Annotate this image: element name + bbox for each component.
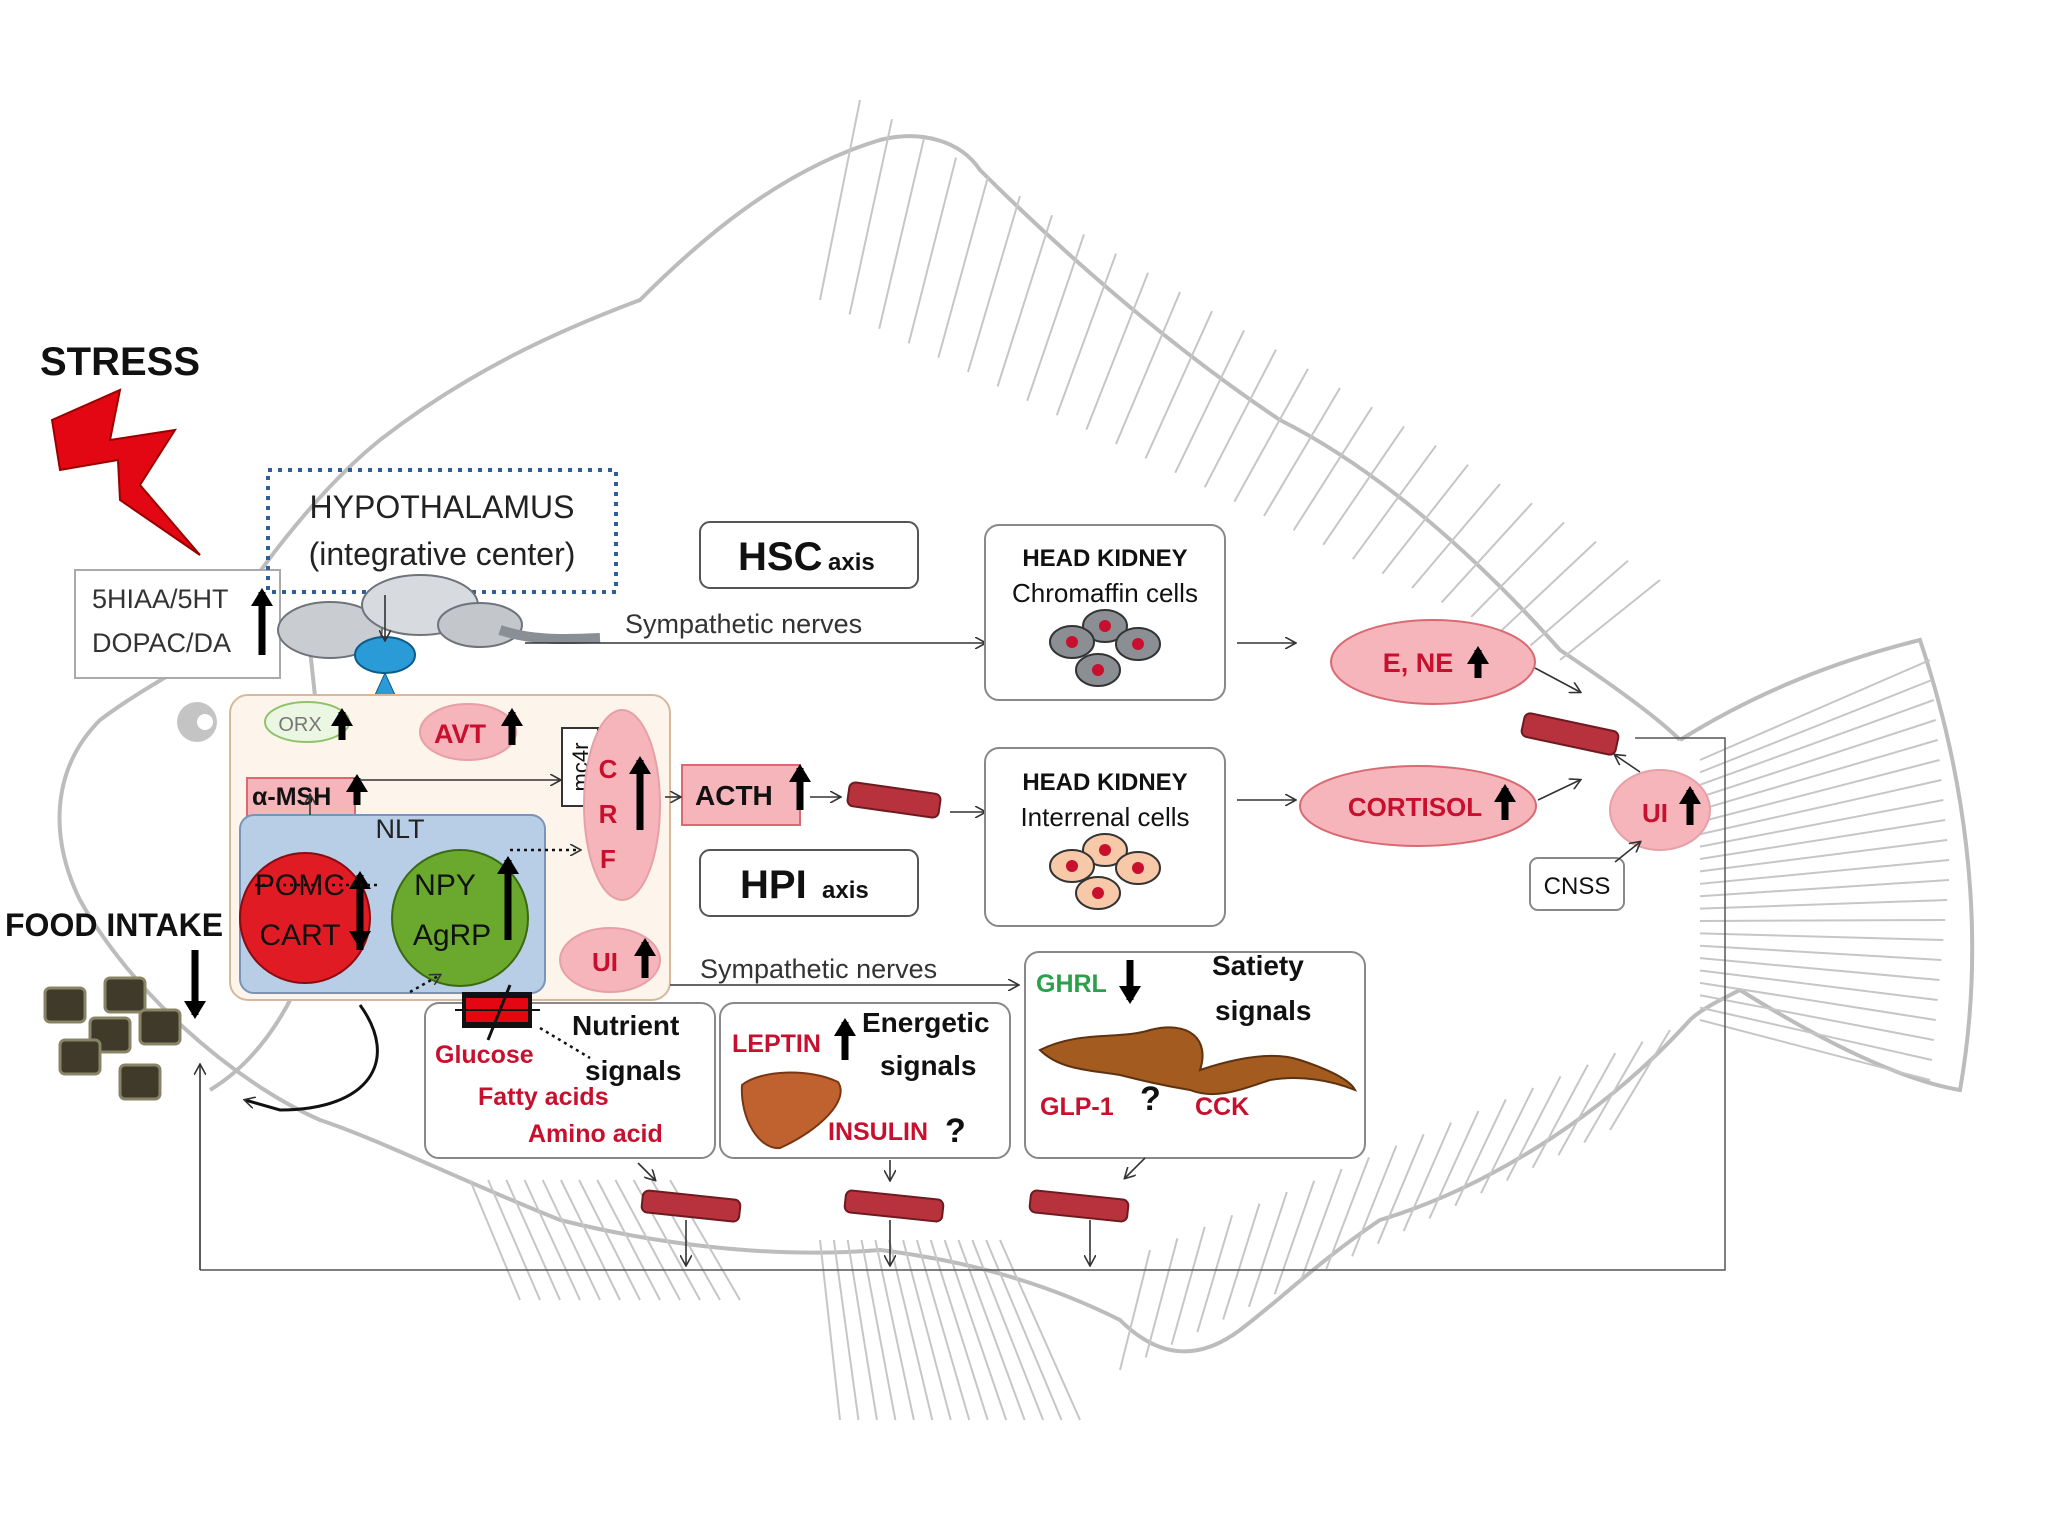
cnss-box bbox=[1529, 857, 1625, 911]
agrp-label: AgRP bbox=[413, 919, 491, 952]
liver-icon bbox=[740, 1071, 842, 1150]
energetic-signals-label: signals bbox=[880, 1050, 976, 1081]
npy-label: NPY bbox=[414, 869, 476, 902]
crf-letter-f: F bbox=[600, 844, 616, 874]
chromaffin-cells-label: Chromaffin cells bbox=[1012, 578, 1198, 608]
satiety-question-mark: ? bbox=[1140, 1080, 1161, 1118]
hsc-label: HSC bbox=[738, 535, 822, 579]
hpi-label: HPI bbox=[740, 863, 807, 907]
satiety-label: Satiety bbox=[1212, 950, 1304, 981]
alpha-msh-label: α-MSH bbox=[252, 783, 331, 811]
blood-vessel-icon bbox=[640, 1189, 742, 1223]
monoamine-label-2: DOPAC/DA bbox=[92, 628, 231, 658]
insulin-question-mark: ? bbox=[945, 1112, 966, 1150]
sensing-block-icon bbox=[455, 984, 540, 1041]
amino-acid-label: Amino acid bbox=[528, 1120, 663, 1148]
food-intake-label: FOOD INTAKE bbox=[5, 907, 223, 943]
orx-label: ORX bbox=[278, 714, 321, 736]
blood-vessel-icon bbox=[846, 781, 942, 819]
food-pellets-icon bbox=[43, 976, 182, 1101]
ghrl-label: GHRL bbox=[1036, 970, 1107, 998]
feedback-curved-arrow-icon bbox=[245, 1004, 379, 1112]
blood-vessel-icon bbox=[1520, 712, 1620, 756]
avt-label: AVT bbox=[434, 719, 487, 749]
avt-ellipse bbox=[419, 703, 517, 761]
nutrient-signals-label: signals bbox=[585, 1055, 681, 1086]
glp1-label: GLP-1 bbox=[1040, 1093, 1114, 1121]
leptin-label: LEPTIN bbox=[732, 1030, 821, 1058]
insulin-label: INSULIN bbox=[828, 1118, 928, 1146]
cart-label: CART bbox=[259, 919, 340, 952]
stress-label: STRESS bbox=[40, 340, 200, 384]
brain-icon bbox=[277, 574, 601, 696]
e-ne-ellipse bbox=[1330, 619, 1536, 705]
cortisol-label: CORTISOL bbox=[1348, 792, 1482, 822]
hsc-axis-box bbox=[699, 521, 919, 589]
crf-letter-c: C bbox=[599, 754, 618, 784]
blood-vessel-icon bbox=[843, 1189, 945, 1223]
hpi-axis-word: axis bbox=[822, 877, 869, 904]
cnss-label: CNSS bbox=[1544, 873, 1611, 900]
crf-ellipse bbox=[583, 709, 661, 901]
head-kidney-label-2: HEAD KIDNEY bbox=[1022, 769, 1187, 796]
head-kidney-label-1: HEAD KIDNEY bbox=[1022, 545, 1187, 572]
gut-icon bbox=[1038, 1026, 1358, 1096]
hsc-axis-word: axis bbox=[828, 549, 875, 576]
nlt-label: NLT bbox=[375, 814, 424, 844]
ui-label-right: UI bbox=[1642, 798, 1668, 828]
nutrient-signals-box bbox=[424, 1002, 716, 1159]
sympathetic-nerves-lower: Sympathetic nerves bbox=[700, 954, 937, 984]
energetic-label: Energetic bbox=[862, 1007, 990, 1038]
satiety-signals-label: signals bbox=[1215, 995, 1311, 1026]
cortisol-ellipse bbox=[1299, 765, 1537, 847]
monoamine-label-1: 5HIAA/5HT bbox=[92, 584, 229, 614]
chromaffin-cells-icon bbox=[1049, 609, 1161, 687]
fatty-acids-label: Fatty acids bbox=[478, 1083, 609, 1111]
monoamine-box bbox=[74, 569, 281, 679]
interrenal-cells-label: Interrenal cells bbox=[1020, 802, 1189, 832]
nutrient-label: Nutrient bbox=[572, 1010, 679, 1041]
npy-agrp-neuron bbox=[391, 849, 529, 987]
lightning-bolt-icon bbox=[50, 388, 201, 556]
ui-label-left: UI bbox=[592, 947, 618, 977]
blood-vessel-icon bbox=[1028, 1189, 1130, 1223]
e-ne-label: E, NE bbox=[1383, 648, 1454, 678]
alpha-msh-box bbox=[246, 777, 356, 817]
hypothalamus-subtitle: (integrative center) bbox=[309, 536, 576, 572]
hpi-axis-box bbox=[699, 849, 919, 917]
acth-label: ACTH bbox=[695, 780, 773, 811]
cck-label: CCK bbox=[1195, 1093, 1249, 1121]
interrenal-cells-icon bbox=[1049, 833, 1161, 910]
pomc-cart-neuron bbox=[239, 852, 371, 984]
crf-letter-r: R bbox=[599, 799, 618, 829]
glucose-label: Glucose bbox=[435, 1041, 534, 1069]
hypothalamus-title: HYPOTHALAMUS bbox=[310, 489, 575, 525]
sympathetic-nerves-upper: Sympathetic nerves bbox=[625, 609, 862, 639]
